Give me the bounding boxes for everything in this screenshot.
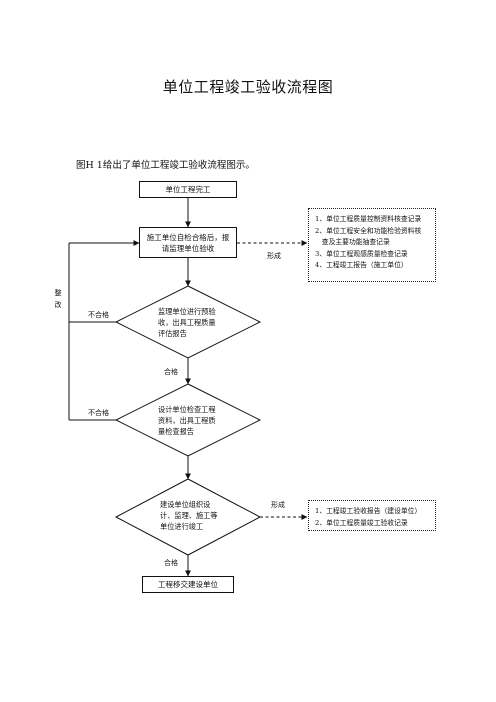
note-top-line: 3、单位工程观感质量检查记录 bbox=[315, 249, 408, 258]
node-start: 单位工程完工 bbox=[139, 181, 237, 198]
note-bottom: 1、工程竣工验收报告（建设单位） 2、单位工程质量竣工验收记录 bbox=[308, 500, 436, 531]
diamond-pre-accept bbox=[114, 285, 262, 359]
note-top-line: 2、单位工程安全和功能检验资料核 bbox=[315, 226, 422, 235]
label-form-bottom: 形成 bbox=[271, 501, 285, 509]
diamond-inspect-label: 设计单位检查工程资料，出具工程质量检查报告 bbox=[158, 405, 216, 436]
node-handover: 工程移交建设单位 bbox=[142, 576, 234, 593]
note-top-line: 查及主要功能抽查记录 bbox=[315, 238, 390, 247]
label-fail-2: 不合格 bbox=[88, 409, 109, 417]
node-start-label: 单位工程完工 bbox=[165, 185, 211, 194]
label-fail-1: 不合格 bbox=[88, 311, 109, 319]
note-top: 1、单位工程质量控制资料核查记录 2、单位工程安全和功能检验资料核 查及主要功能… bbox=[308, 208, 436, 282]
label-form-top: 形成 bbox=[267, 252, 281, 260]
node-self-check-label: 施工单位自检合格后，报请监理单位验收 bbox=[146, 232, 230, 253]
label-rectify: 整改 bbox=[54, 289, 62, 309]
page-title: 单位工程竣工验收流程图 bbox=[162, 78, 334, 96]
diamond-organize bbox=[114, 478, 262, 556]
diamond-inspect bbox=[114, 383, 262, 457]
label-pass-1: 合格 bbox=[164, 368, 178, 376]
diamond-pre-accept-label: 监理单位进行预验收，出具工程质量评估报告 bbox=[158, 307, 216, 338]
note-bottom-line: 2、单位工程质量竣工验收记录 bbox=[315, 518, 408, 527]
diamond-organize-label: 建设单位组织设计、监理、施工等单位进行竣工 bbox=[160, 500, 218, 531]
note-top-line: 4、工程竣工报告（施工单位） bbox=[315, 261, 408, 270]
node-self-check: 施工单位自检合格后，报请监理单位验收 bbox=[139, 227, 237, 258]
note-top-line: 1、单位工程质量控制资料核查记录 bbox=[315, 215, 422, 223]
note-bottom-line: 1、工程竣工验收报告（建设单位） bbox=[315, 507, 422, 515]
label-pass-2: 合格 bbox=[164, 559, 178, 567]
node-handover-label: 工程移交建设单位 bbox=[158, 580, 218, 589]
figure-caption: 图H 1给出了单位工程竣工验收流程图示。 bbox=[76, 160, 255, 171]
